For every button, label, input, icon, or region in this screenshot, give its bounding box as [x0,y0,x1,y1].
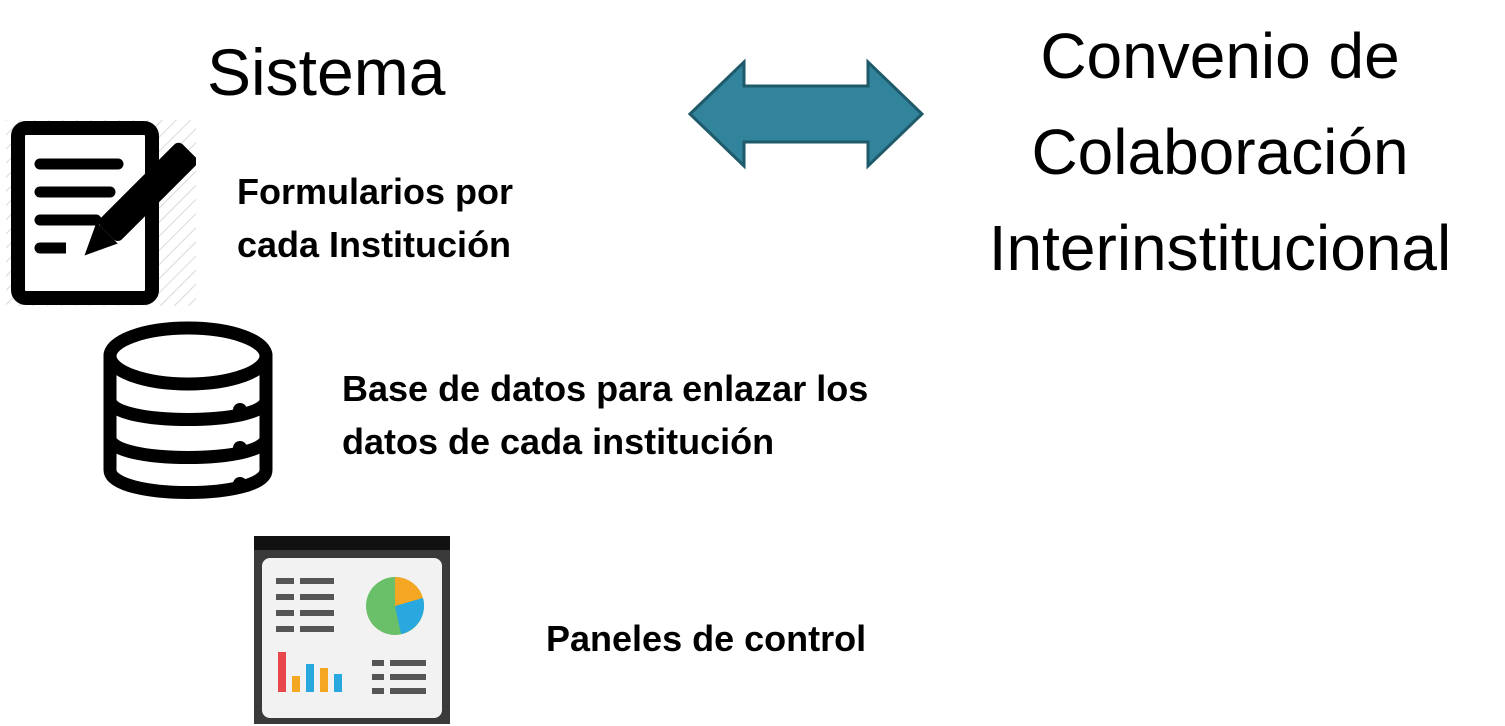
item-paneles: Paneles de control [546,612,866,665]
item-base-de-datos-line-2: datos de cada institución [342,421,775,462]
item-formularios-line-1: Formularios por [237,171,514,212]
item-paneles-line-1: Paneles de control [546,618,867,659]
item-base-de-datos: Base de datos para enlazar los datos de … [342,362,868,468]
convenio-heading-line-1: Convenio de [1040,20,1400,92]
convenio-heading: Convenio de Colaboración Interinstitucio… [930,8,1505,296]
sistema-heading: Sistema [207,35,446,109]
item-base-de-datos-line-1: Base de datos para enlazar los [342,368,869,409]
dashboard-icon [254,536,450,724]
double-arrow-icon [687,58,925,170]
item-formularios-line-2: cada Institución [237,224,512,265]
document-edit-icon [6,120,196,306]
convenio-heading-line-3: Interinstitucional [988,212,1452,284]
item-formularios: Formularios por cada Institución [237,165,513,271]
database-icon [103,321,273,499]
convenio-heading-line-2: Colaboración [1031,116,1409,188]
